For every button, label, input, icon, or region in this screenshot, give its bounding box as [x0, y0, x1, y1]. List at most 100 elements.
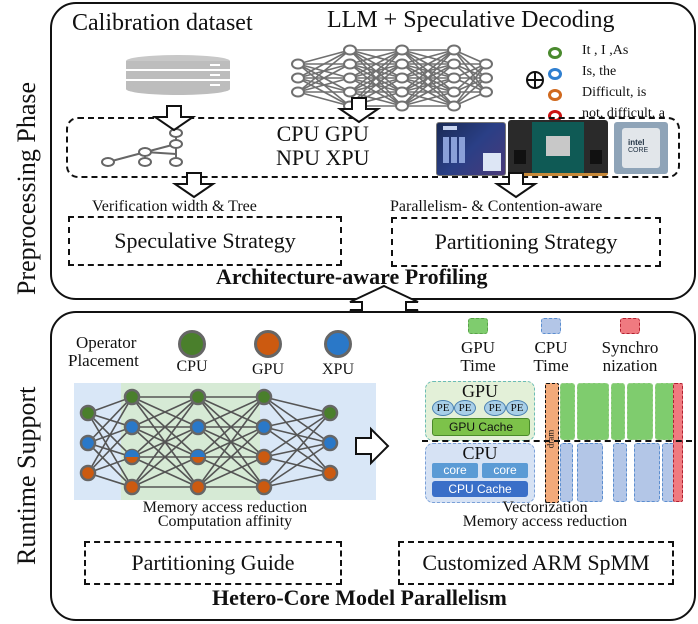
pe-unit: PE	[506, 400, 528, 416]
network-edge	[401, 77, 455, 107]
pe-row: PE PE PE PE	[432, 400, 528, 416]
operator-node	[321, 434, 339, 452]
operator-node-split	[189, 448, 207, 466]
operator-node	[79, 464, 97, 482]
time-legend-sync: Synchro nization	[585, 318, 675, 375]
network-edge	[297, 77, 351, 93]
gpu-time-block	[611, 383, 625, 440]
calibration-dataset-title: Calibration dataset	[72, 10, 253, 36]
operator-node-split	[123, 448, 141, 466]
network-edge	[197, 426, 265, 488]
network-edge	[453, 63, 487, 93]
operator-node	[255, 448, 273, 466]
network-node	[395, 72, 409, 84]
network-edge	[197, 396, 265, 488]
gpu-cpu-divider	[422, 440, 692, 442]
network-node	[291, 58, 305, 70]
partitioning-strategy-box: Partitioning Strategy	[391, 217, 661, 267]
gpu-dot-icon	[254, 330, 282, 358]
cpu-cache: CPU Cache	[432, 481, 528, 497]
network-edge	[453, 77, 487, 107]
pe-unit: PE	[484, 400, 506, 416]
cpu-time-block	[634, 443, 660, 502]
intel-core-processor-image: intel CORE	[614, 122, 668, 174]
network-node	[447, 44, 461, 56]
operator-node	[79, 404, 97, 422]
operator-node	[79, 434, 97, 452]
token-candidate-list: It , I ,As Is, the Difficult, is not, di…	[548, 43, 698, 127]
network-edge	[401, 49, 455, 65]
network-edge	[131, 396, 199, 428]
time-legend-gpu: GPU Time	[448, 318, 508, 375]
network-node	[343, 86, 357, 98]
network-edge	[263, 412, 331, 458]
network-edge	[263, 472, 331, 488]
network-edge	[349, 49, 403, 65]
operator-placement-network	[79, 388, 339, 496]
token-ring-icon	[548, 89, 562, 101]
network-node	[395, 100, 409, 112]
xpu-dot-icon	[324, 330, 352, 358]
speculative-strategy-box: Speculative Strategy	[68, 216, 342, 266]
network-node	[395, 86, 409, 98]
cpu-time-block	[577, 443, 603, 502]
network-edge	[87, 426, 133, 474]
arrow-down-icon	[151, 105, 197, 132]
operator-node	[189, 388, 207, 406]
network-node	[479, 72, 493, 84]
network-edge	[87, 396, 133, 444]
runtime-support-label: Runtime Support	[12, 386, 41, 565]
cpu-block: CPU core core CPU Cache	[425, 443, 535, 503]
network-edge	[297, 63, 351, 93]
operator-node	[189, 478, 207, 496]
network-edge	[401, 49, 455, 79]
arrow-down-icon	[493, 172, 539, 199]
apple-m4-chip-image	[436, 122, 506, 176]
cpu-time-block	[560, 443, 573, 502]
network-edge	[197, 396, 265, 458]
network-edge	[401, 91, 455, 107]
network-edge	[87, 396, 133, 474]
cpu-core: core	[482, 463, 528, 478]
placement-legend-gpu: GPU	[248, 330, 288, 379]
time-legend-cpu: CPU Time	[521, 318, 581, 375]
operator-node	[123, 478, 141, 496]
network-node	[447, 86, 461, 98]
token-candidate: It , I ,As	[548, 43, 698, 64]
network-node	[395, 58, 409, 70]
network-edge	[131, 456, 199, 488]
llm-title: LLM + Speculative Decoding	[327, 7, 615, 33]
network-edge	[297, 49, 351, 65]
token-ring-icon	[548, 68, 562, 80]
gpu-block: GPU PE PE PE PE GPU Cache	[425, 381, 535, 441]
gpu-time-block	[560, 383, 575, 440]
dram-bar: dram	[545, 383, 559, 503]
hardware-label: CPU GPU NPU XPU	[276, 121, 370, 170]
network-node	[479, 58, 493, 70]
cpu-time-swatch	[541, 318, 561, 334]
sync-swatch	[620, 318, 640, 334]
network-edge	[401, 49, 455, 107]
network-edge	[131, 426, 199, 488]
network-edge	[297, 49, 351, 93]
placement-legend-xpu: XPU	[318, 330, 358, 379]
operator-node	[255, 478, 273, 496]
hetero-core-model-parallelism-title: Hetero-Core Model Parallelism	[212, 585, 507, 610]
gpu-time-block	[627, 383, 653, 440]
database-icon	[126, 55, 230, 95]
customized-arm-spmm-box: Customized ARM SpMM	[398, 541, 674, 585]
pe-unit: PE	[432, 400, 454, 416]
operator-node	[321, 464, 339, 482]
operator-node	[255, 418, 273, 436]
network-edge	[197, 396, 265, 428]
arrow-down-icon	[171, 172, 217, 199]
network-node	[343, 58, 357, 70]
hardware-profiling-box	[66, 117, 680, 178]
architecture-aware-profiling-title: Architecture-aware Profiling	[216, 264, 488, 289]
arrow-down-icon	[336, 97, 382, 124]
operator-node	[123, 388, 141, 406]
token-candidate: Difficult, is	[548, 85, 698, 106]
network-edge	[349, 49, 403, 107]
verification-caption: Verification width & Tree	[92, 198, 257, 215]
operator-node	[321, 404, 339, 422]
